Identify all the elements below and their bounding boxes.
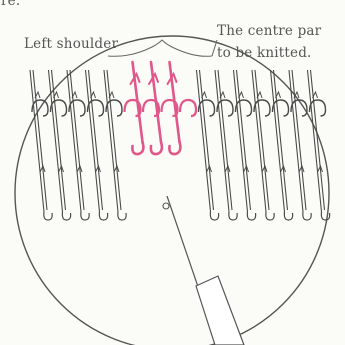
needle: [197, 70, 219, 220]
tool-eye: [163, 203, 169, 209]
needle: [308, 70, 330, 220]
needle: [30, 70, 52, 220]
needle: [86, 70, 108, 220]
needle: [271, 70, 293, 220]
centre-part-label-line1: The centre par: [217, 24, 321, 40]
label-brace: [108, 40, 212, 56]
needle: [252, 70, 274, 220]
needle: [67, 70, 89, 220]
needle: [234, 70, 256, 220]
left-shoulder-label: Left shoulder: [24, 37, 118, 53]
centre-part-label-line2: to be knitted.: [217, 46, 312, 62]
needle: [104, 70, 126, 220]
transfer-tool: [163, 196, 244, 345]
needle: [215, 70, 237, 220]
top-text-fragment: re.: [1, 0, 20, 10]
tool-handle: [196, 276, 244, 345]
transferred-stitch-loop: [180, 100, 196, 116]
